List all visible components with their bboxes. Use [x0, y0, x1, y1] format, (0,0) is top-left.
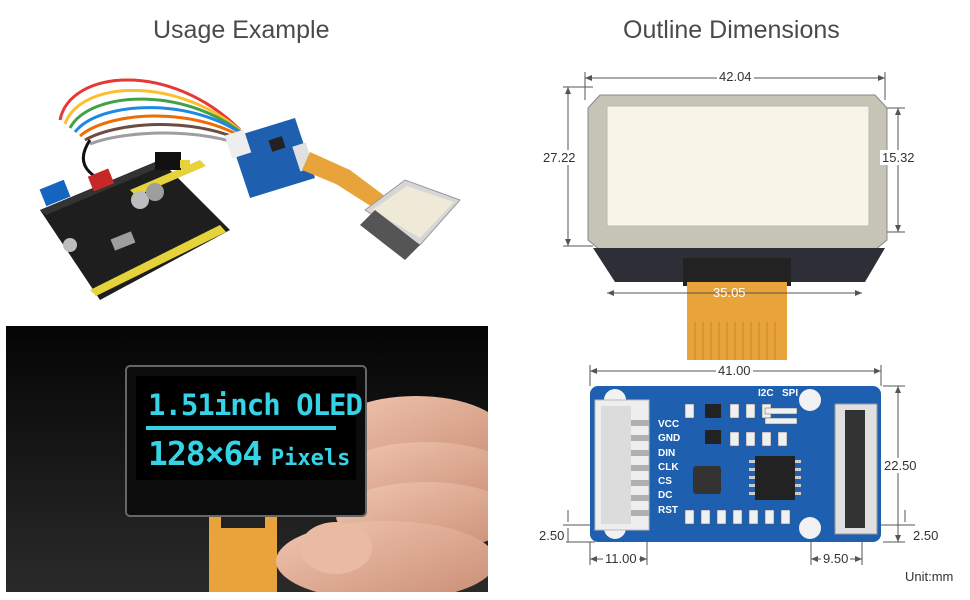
dim-right-offset: 9.50 — [821, 551, 851, 566]
board-outline-drawing: VCC GND DIN CLK CS DC RST I2C SPI 41.00 … — [535, 360, 970, 600]
mode-label-i2c: I2C — [758, 388, 774, 399]
dim-active-height: 15.32 — [880, 150, 917, 165]
arduino-board — [39, 152, 230, 300]
dim-top-height: 27.22 — [541, 150, 578, 165]
driver-board — [224, 118, 315, 198]
pin-label-gnd: GND — [658, 433, 681, 445]
pin-label-din: DIN — [658, 447, 676, 459]
pin-label-dc: DC — [658, 490, 673, 502]
pin-label-rst: RST — [658, 504, 678, 516]
usage-example-title: Usage Example — [153, 16, 330, 44]
oled-text-resolution: 128×64 — [148, 434, 262, 473]
unit-label: Unit:mm — [903, 569, 956, 584]
outline-dimensions-title: Outline Dimensions — [623, 16, 840, 44]
oled-panel — [360, 179, 461, 260]
dim-board-width: 41.00 — [716, 363, 753, 378]
dim-left-margin: 2.50 — [537, 528, 567, 543]
oled-text-line1: 1.51inch OLED — [148, 388, 363, 422]
oled-text-pixels: Pixels — [270, 446, 351, 471]
mode-label-spi: SPI — [782, 388, 799, 399]
dim-board-height: 22.50 — [882, 458, 919, 473]
oled-outline-drawing: 42.04 27.22 15.32 35.05 — [535, 60, 970, 360]
dim-right-margin: 2.50 — [911, 528, 941, 543]
dim-fpc-width: 35.05 — [713, 285, 746, 300]
pin-label-cs: CS — [658, 476, 672, 488]
pin-label-vcc: VCC — [658, 419, 680, 430]
dim-top-width: 42.04 — [717, 69, 754, 84]
dim-left-offset: 11.00 — [603, 551, 639, 566]
usage-example-photo — [30, 60, 470, 310]
pin-label-clk: CLK — [658, 461, 679, 473]
oled-display-photo: 1.51inch OLED 128×64 Pixels — [6, 326, 488, 592]
